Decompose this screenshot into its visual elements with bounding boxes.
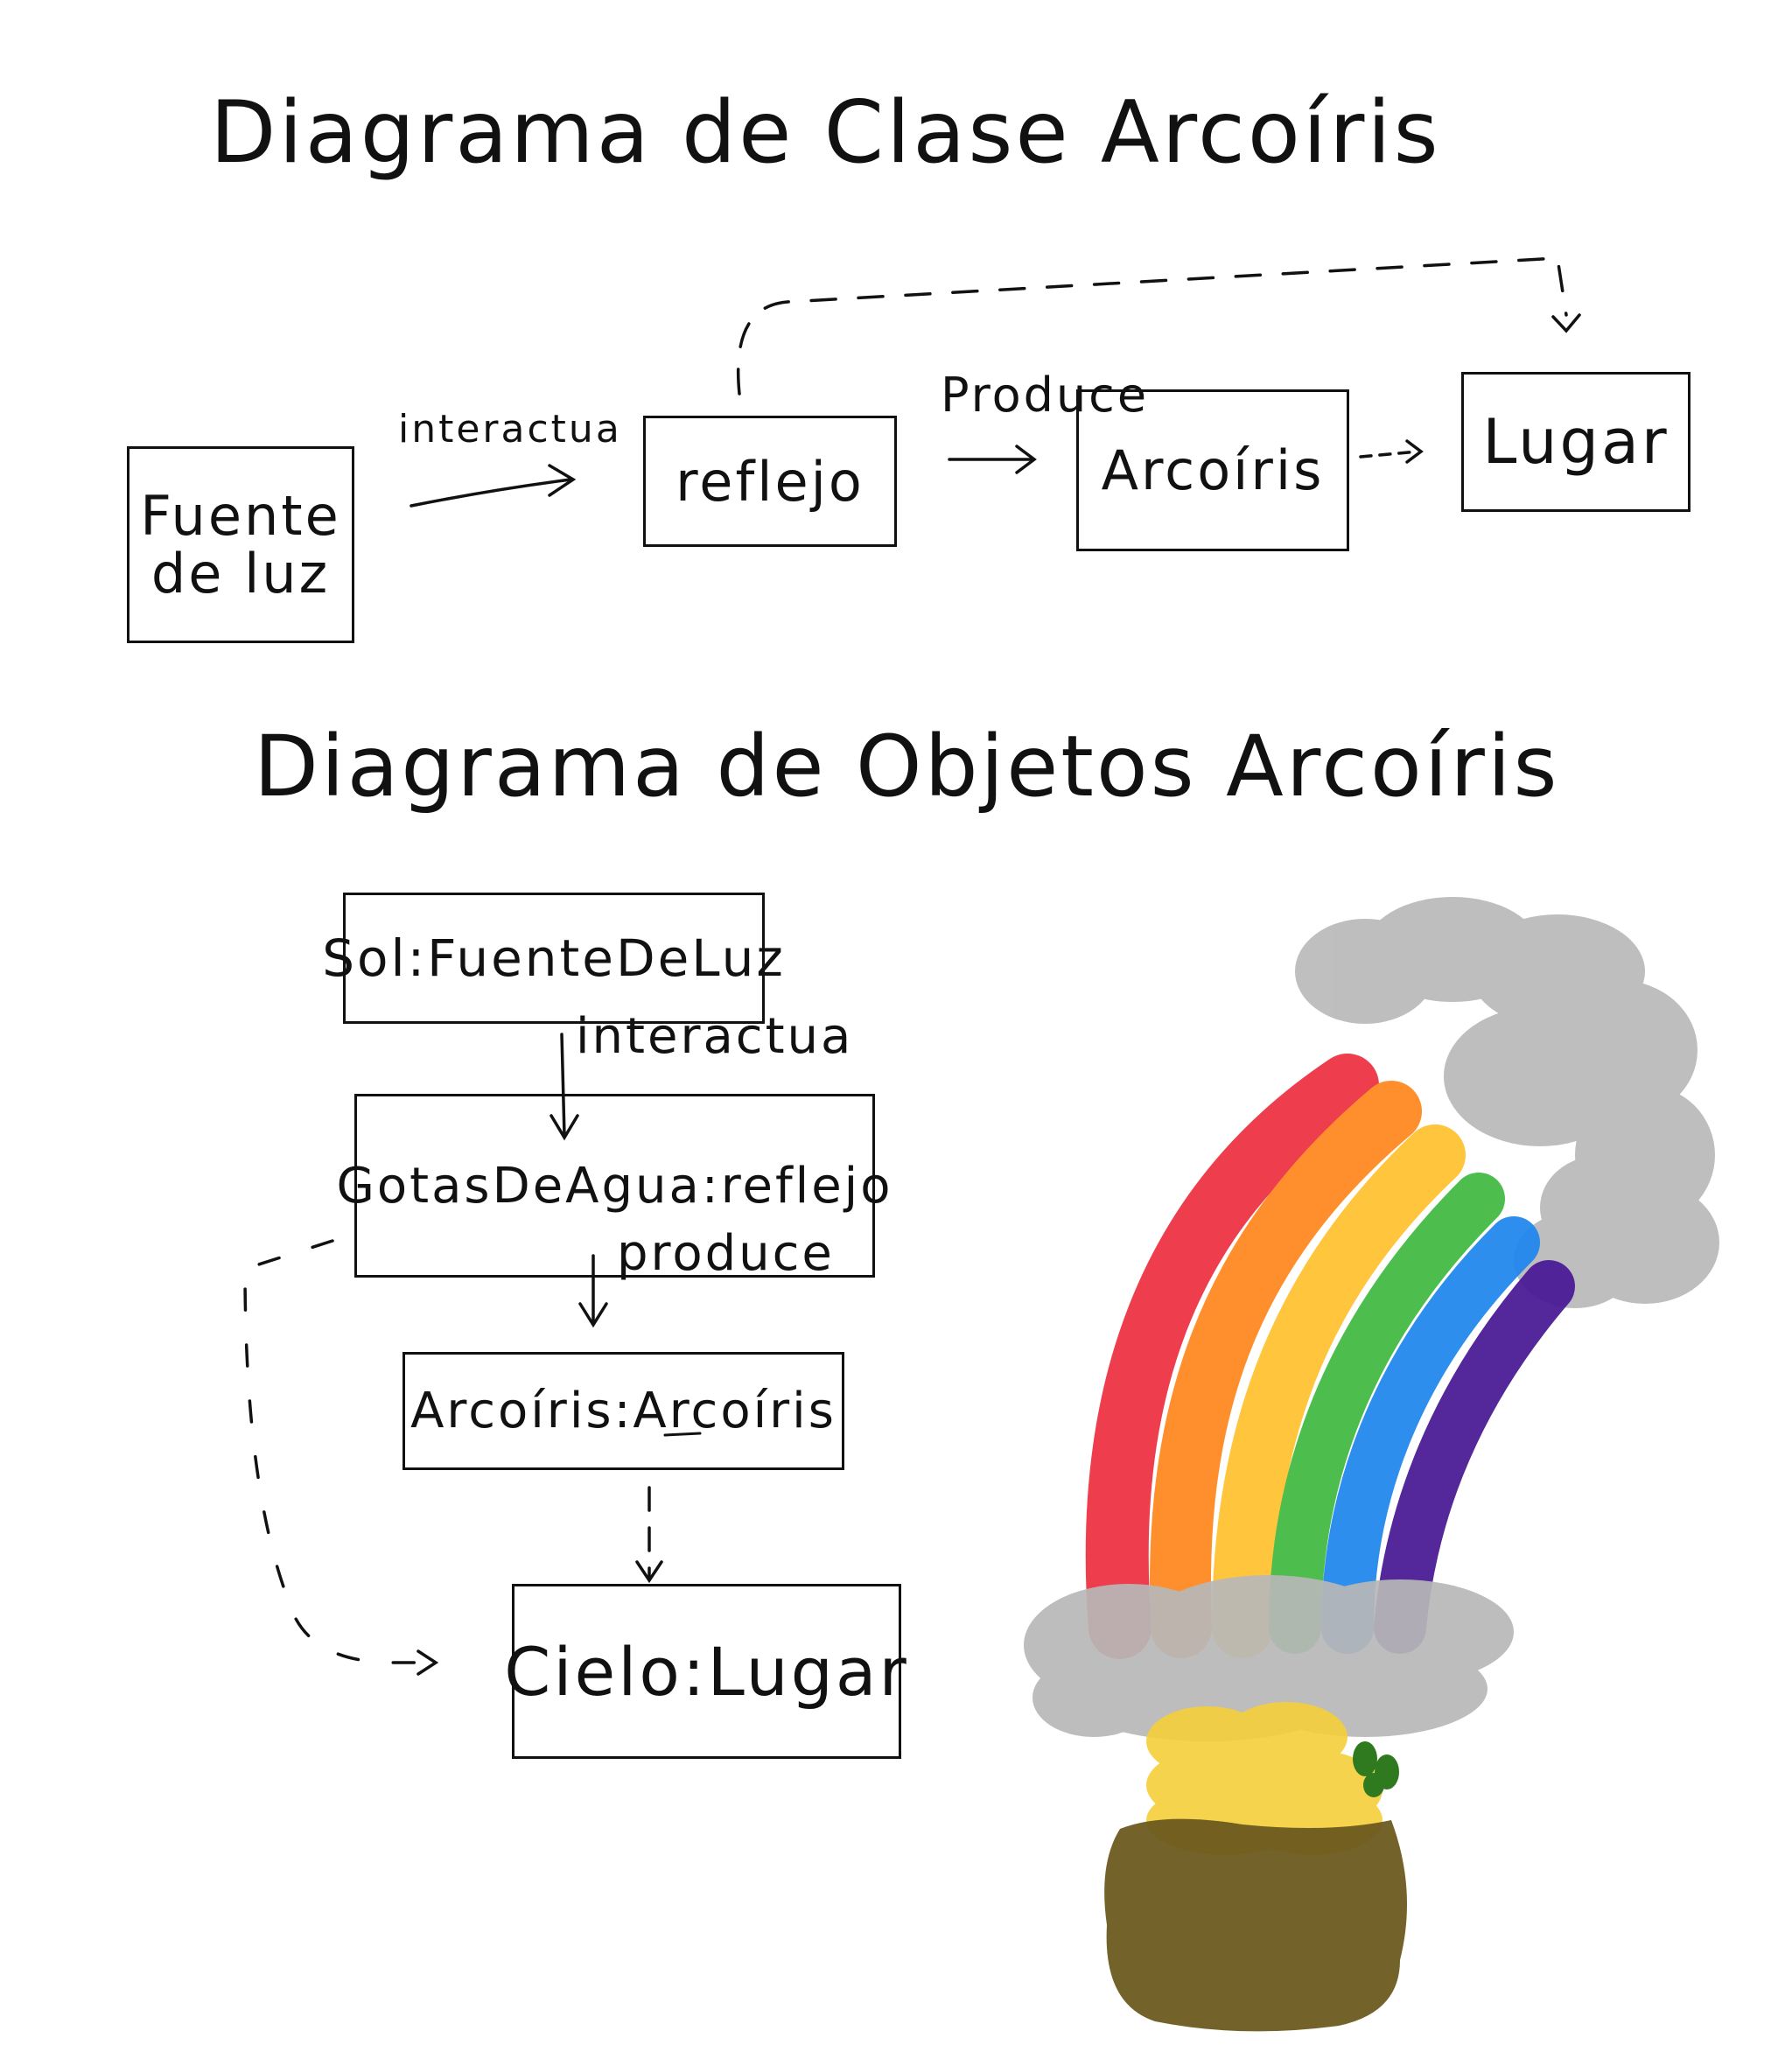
top-cloud xyxy=(1295,897,1719,1308)
arrowhead-object-arcoiris-cielo xyxy=(635,1560,663,1584)
arrowhead-reflejo-lugar xyxy=(1551,313,1581,333)
object-box-cielo: Cielo:Lugar xyxy=(504,1584,906,1759)
relation-label-interactua: interactua xyxy=(398,407,622,452)
object-label-sol: Sol:FuenteDeLuz xyxy=(322,928,786,988)
band-blue xyxy=(1321,1216,1540,1654)
dashed-arrow-arcoiris-lugar xyxy=(1359,450,1419,459)
object-relation-label-interactua: interactua xyxy=(576,1008,854,1065)
object-box-gotas-de-agua: GotasDeAgua:reflejo xyxy=(337,1094,891,1278)
object-label-cielo: Cielo:Lugar xyxy=(504,1632,909,1711)
arrowhead-interactua xyxy=(548,464,577,497)
rainbow-bands xyxy=(1085,1054,1575,1659)
class-label-arcoiris: Arcoíris xyxy=(1101,438,1325,502)
band-red xyxy=(1085,1054,1379,1659)
arrowhead-object-produce xyxy=(578,1302,608,1328)
band-yellow xyxy=(1212,1124,1466,1658)
arrow-interactua xyxy=(410,478,572,508)
arrowhead-object-gotas-cielo xyxy=(416,1649,439,1676)
arrowhead-object-interactua xyxy=(550,1114,579,1141)
relation-label-produce: Produce xyxy=(941,368,1150,423)
class-diagram-title: Diagrama de Clase Arcoíris xyxy=(210,83,1441,183)
band-green xyxy=(1269,1173,1505,1654)
shamrock-leaf xyxy=(1353,1741,1399,1797)
arrowhead-produce xyxy=(1015,445,1037,474)
class-box-reflejo: reflejo xyxy=(643,416,897,547)
class-label-fuente-de-luz: Fuente de luz xyxy=(140,483,341,606)
arrowhead-arcoiris-lugar xyxy=(1405,439,1424,464)
band-orange xyxy=(1149,1081,1422,1658)
bottom-cloud xyxy=(1024,1575,1514,1741)
pot-of-gold xyxy=(1104,1818,1407,2032)
object-box-arcoiris: Arcoíris:Arcoíris xyxy=(402,1352,844,1470)
dashed-arrow-reflejo-lugar xyxy=(736,256,1568,396)
object-diagram-title: Diagrama de Objetos Arcoíris xyxy=(254,718,1560,816)
object-relation-label-produce: produce xyxy=(617,1225,835,1282)
object-label-gotas-de-agua: GotasDeAgua:reflejo xyxy=(336,1157,893,1215)
class-box-lugar: Lugar xyxy=(1461,372,1690,512)
object-box-sol: Sol:FuenteDeLuz xyxy=(322,893,783,1024)
object-label-arcoiris: Arcoíris:Arcoíris xyxy=(410,1383,836,1439)
class-label-lugar: Lugar xyxy=(1482,406,1670,478)
class-box-fuente-de-luz: Fuente de luz xyxy=(127,446,354,643)
class-label-reflejo: reflejo xyxy=(676,449,864,514)
arrow-object-interactua xyxy=(560,1033,566,1138)
dashed-arrow-object-gotas-cielo xyxy=(243,1239,435,1664)
underline-class-name xyxy=(663,1432,702,1437)
class-box-arcoiris: Arcoíris xyxy=(1076,389,1349,551)
